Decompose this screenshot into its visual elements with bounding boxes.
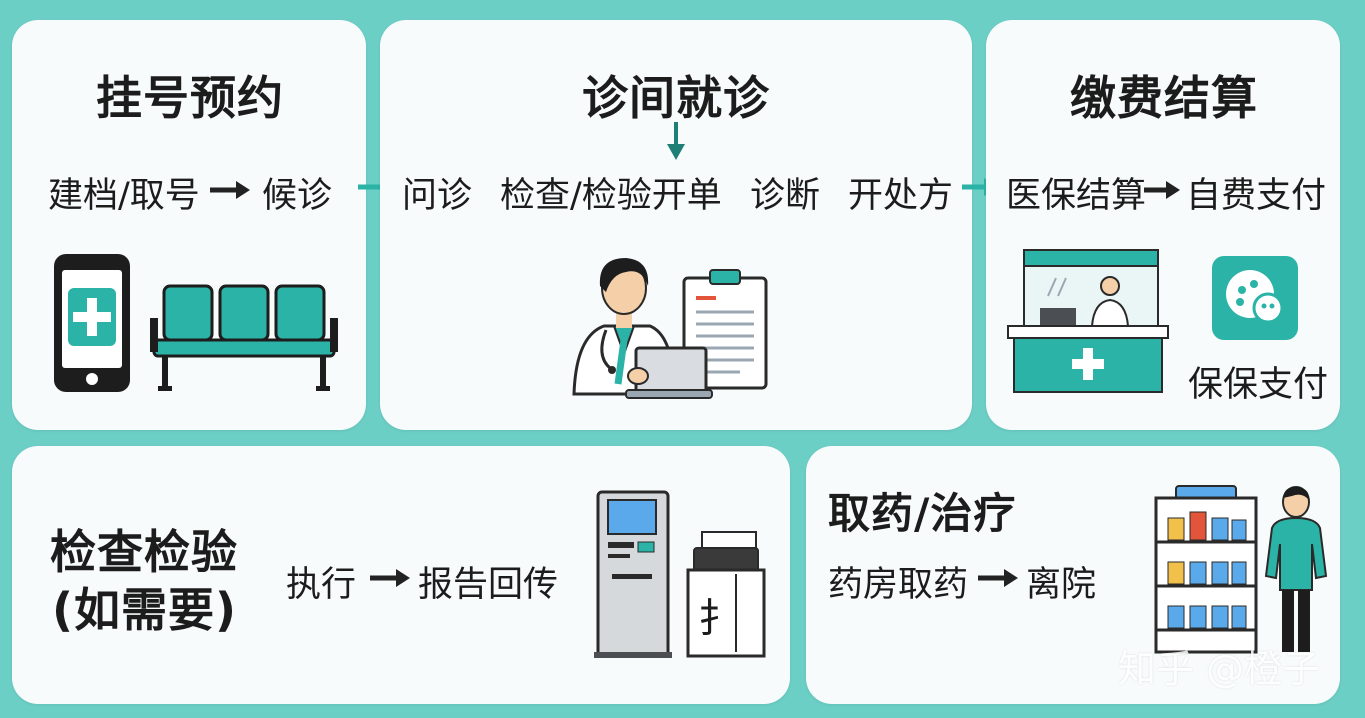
payment-step-insurance: 医保结算 — [1006, 176, 1147, 216]
pharmacy-title: 取药/治疗 — [828, 489, 1017, 538]
payment-app-icon — [1212, 256, 1298, 340]
patient-icon — [1264, 486, 1328, 652]
registration-card: 挂号预约 建档/取号 候诊 — [12, 20, 366, 430]
payment-title: 缴费结算 — [1070, 71, 1258, 125]
consultation-step-order: 检查/检验开单 — [500, 176, 722, 216]
examination-subtitle: (如需要) — [52, 583, 238, 637]
registration-step-file: 建档/取号 — [48, 176, 200, 216]
consultation-step-prescription: 开处方 — [848, 176, 954, 216]
examination-card: 检查检验 (如需要) 执行 报告回传 扌 — [12, 446, 790, 704]
report-printer-icon — [686, 531, 766, 658]
arrow-right-icon — [1144, 181, 1180, 199]
pharmacy-card: 取药/治疗 药房取药 离院 — [806, 446, 1340, 704]
pharmacy-step-pickup: 药房取药 — [828, 565, 969, 605]
payment-card: 缴费结算 医保结算 自费支付 保保支付 — [986, 20, 1340, 430]
registration-title: 挂号预约 — [96, 71, 284, 125]
examination-title: 检查检验 — [50, 525, 238, 579]
arrow-right-icon — [210, 181, 250, 199]
arrow-right-icon — [978, 569, 1018, 587]
registration-step-wait: 候诊 — [262, 176, 333, 216]
consultation-step-diagnosis: 诊断 — [750, 176, 821, 216]
payment-app-label: 保保支付 — [1188, 365, 1329, 405]
consultation-card: 诊间就诊 问诊 检查/检验开单 诊断 开处方 — [380, 20, 972, 430]
doctor-icon — [572, 258, 768, 399]
arrow-right-icon — [370, 569, 410, 587]
payment-step-self-pay: 自费支付 — [1186, 176, 1327, 216]
consultation-title: 诊间就诊 — [582, 71, 770, 125]
printer-mark: 扌 — [698, 596, 738, 642]
pharmacy-shelf-icon — [1154, 485, 1258, 654]
consultation-step-inquiry: 问诊 — [402, 176, 473, 216]
pharmacy-step-leave: 离院 — [1026, 565, 1097, 605]
waiting-chairs-icon — [150, 284, 338, 391]
mobile-phone-icon — [54, 254, 130, 392]
examination-step-execute: 执行 — [286, 565, 357, 605]
arrow-down-icon — [667, 122, 685, 160]
examination-step-report: 报告回传 — [418, 565, 559, 605]
kiosk-icon — [594, 490, 672, 658]
watermark: 知乎 @橙子 — [1118, 647, 1321, 691]
cashier-counter-icon — [1007, 249, 1169, 393]
